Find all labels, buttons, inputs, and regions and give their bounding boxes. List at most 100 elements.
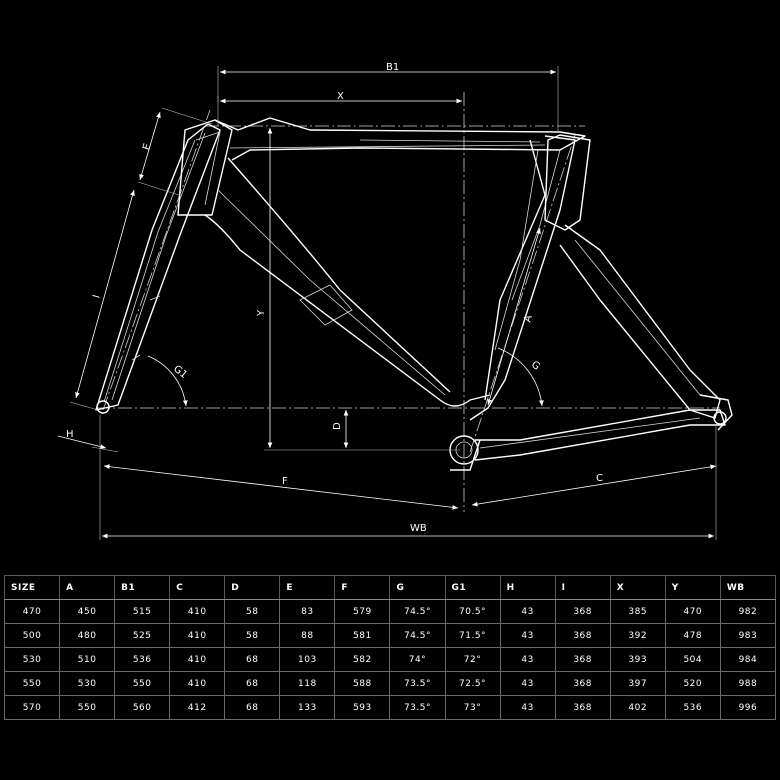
table-cell: 368	[554, 599, 611, 624]
table-cell: 480	[59, 623, 116, 648]
label-i: I	[91, 294, 102, 300]
column-header: F	[334, 575, 391, 600]
table-cell: 515	[114, 599, 171, 624]
table-cell: 550	[114, 671, 171, 696]
column-header: WB	[719, 575, 777, 600]
table-cell: 368	[554, 647, 611, 672]
table-cell: 368	[554, 695, 611, 720]
bike-frame-outline	[95, 117, 733, 471]
label-c: C	[596, 473, 603, 484]
table-cell: 550	[59, 695, 116, 720]
table-cell: 579	[334, 599, 391, 624]
column-header: C	[169, 575, 226, 600]
table-cell: 70.5°	[444, 599, 501, 624]
table-cell: 397	[609, 671, 666, 696]
column-header: D	[224, 575, 281, 600]
table-cell: 530	[3, 647, 61, 672]
table-cell: 410	[169, 599, 226, 624]
table-cell: 982	[719, 599, 777, 624]
column-header: B1	[114, 575, 171, 600]
table-cell: 500	[3, 623, 61, 648]
table-cell: 504	[664, 647, 721, 672]
column-header: Y	[664, 575, 721, 600]
table-cell: 412	[169, 695, 226, 720]
table-cell: 71.5°	[444, 623, 501, 648]
table-cell: 118	[279, 671, 336, 696]
column-header: SIZE	[3, 575, 61, 600]
table-cell: 368	[554, 623, 611, 648]
table-cell: 530	[59, 671, 116, 696]
table-cell: 588	[334, 671, 391, 696]
dimension-labels: B1 X E I Y A G1 G D H F C WB	[66, 62, 603, 534]
table-cell: 550	[3, 671, 61, 696]
label-g: G	[529, 359, 542, 372]
table-cell: 74.5°	[389, 599, 446, 624]
table-cell: 984	[719, 647, 777, 672]
table-cell: 470	[664, 599, 721, 624]
label-g1: G1	[171, 364, 189, 381]
label-d: D	[332, 422, 343, 430]
table-cell: 570	[3, 695, 61, 720]
label-y: Y	[256, 309, 267, 317]
label-x: X	[337, 91, 344, 102]
table-cell: 72.5°	[444, 671, 501, 696]
table-cell: 72°	[444, 647, 501, 672]
table-cell: 74°	[389, 647, 446, 672]
table-cell: 73.5°	[389, 695, 446, 720]
column-header: A	[59, 575, 116, 600]
column-header: G	[389, 575, 446, 600]
table-cell: 133	[279, 695, 336, 720]
table-cell: 68	[224, 695, 281, 720]
table-cell: 525	[114, 623, 171, 648]
table-cell: 43	[499, 671, 556, 696]
table-cell: 68	[224, 647, 281, 672]
table-cell: 450	[59, 599, 116, 624]
label-h: H	[66, 429, 74, 440]
table-cell: 581	[334, 623, 391, 648]
table-cell: 68	[224, 671, 281, 696]
table-cell: 520	[664, 671, 721, 696]
table-cell: 73.5°	[389, 671, 446, 696]
table-cell: 536	[664, 695, 721, 720]
reference-lines	[96, 92, 720, 512]
label-b1: B1	[386, 62, 399, 73]
table-cell: 83	[279, 599, 336, 624]
table-cell: 58	[224, 623, 281, 648]
table-cell: 43	[499, 695, 556, 720]
label-e: E	[141, 142, 153, 151]
table-cell: 593	[334, 695, 391, 720]
label-a: A	[522, 314, 535, 324]
table-cell: 536	[114, 647, 171, 672]
table-cell: 410	[169, 671, 226, 696]
column-header: G1	[444, 575, 501, 600]
column-header: E	[279, 575, 336, 600]
table-cell: 510	[59, 647, 116, 672]
table-cell: 392	[609, 623, 666, 648]
column-header: I	[554, 575, 611, 600]
table-cell: 470	[3, 599, 61, 624]
table-cell: 983	[719, 623, 777, 648]
table-cell: 560	[114, 695, 171, 720]
table-cell: 368	[554, 671, 611, 696]
table-cell: 385	[609, 599, 666, 624]
table-cell: 478	[664, 623, 721, 648]
column-header: X	[609, 575, 666, 600]
table-cell: 988	[719, 671, 777, 696]
table-cell: 410	[169, 623, 226, 648]
label-wb: WB	[410, 523, 427, 534]
bike-frame-geometry-diagram: B1 X E I Y A G1 G D H F C WB	[57, 62, 733, 540]
table-cell: 43	[499, 599, 556, 624]
label-f: F	[282, 476, 288, 487]
table-cell: 73°	[444, 695, 501, 720]
table-cell: 103	[279, 647, 336, 672]
dimension-lines	[57, 66, 717, 540]
table-cell: 582	[334, 647, 391, 672]
